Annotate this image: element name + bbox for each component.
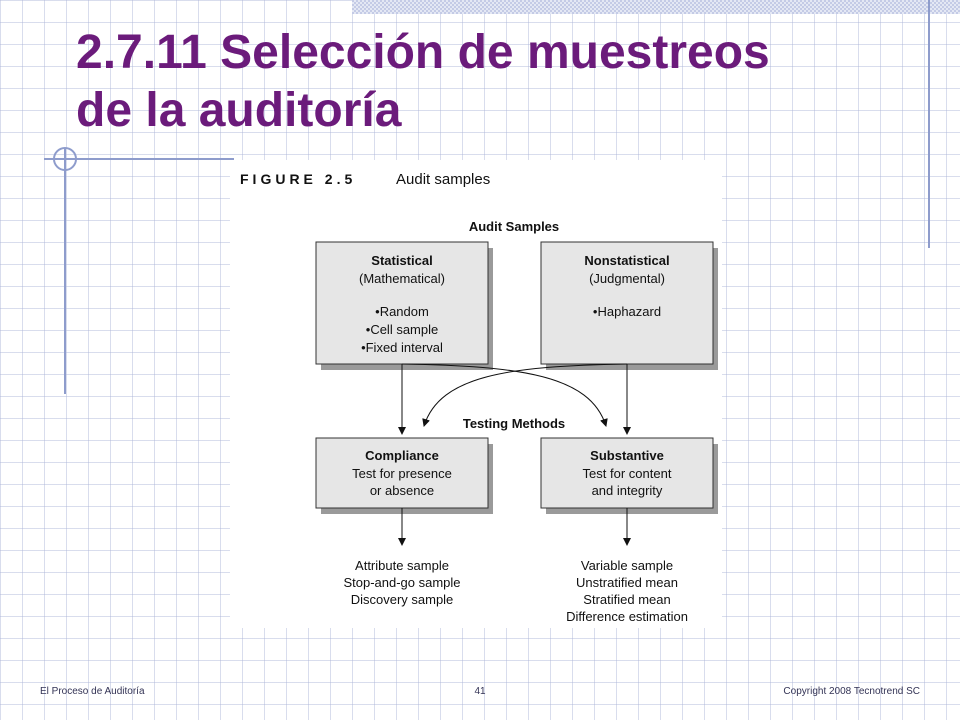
compliance-title: Compliance bbox=[365, 448, 439, 463]
testing-methods-label: Testing Methods bbox=[463, 416, 565, 431]
nonstatistical-to-compliance-arrow bbox=[422, 363, 628, 427]
compliance-outcome: Discovery sample bbox=[351, 592, 454, 607]
statistical-item: •Cell sample bbox=[366, 322, 438, 337]
audit-samples-diagram: FIGURE 2.5 Audit samples Audit Samples S… bbox=[240, 171, 718, 624]
nonstatistical-title: Nonstatistical bbox=[584, 253, 669, 268]
top-decorative-band bbox=[352, 0, 960, 14]
compliance-line: Test for presence bbox=[352, 466, 452, 481]
left-decorative-rule bbox=[64, 148, 66, 394]
nonstatistical-item: •Haphazard bbox=[593, 304, 661, 319]
substantive-outcome: Unstratified mean bbox=[576, 575, 678, 590]
compliance-box: Compliance Test for presence or absence bbox=[315, 437, 493, 514]
statistical-item: •Random bbox=[375, 304, 429, 319]
compliance-outcome: Stop-and-go sample bbox=[343, 575, 460, 590]
footer-course-name: El Proceso de Auditoría bbox=[40, 686, 145, 697]
compliance-line: or absence bbox=[370, 483, 434, 498]
footer-copyright: Copyright 2008 Tecnotrend SC bbox=[783, 686, 920, 697]
nonstatistical-subtitle: (Judgmental) bbox=[589, 271, 665, 286]
substantive-box: Substantive Test for content and integri… bbox=[540, 437, 718, 514]
footer-page-number: 41 bbox=[474, 686, 486, 697]
figure-panel: FIGURE 2.5 Audit samples Audit Samples S… bbox=[230, 160, 722, 628]
audit-samples-label: Audit Samples bbox=[469, 219, 559, 234]
statistical-title: Statistical bbox=[371, 253, 432, 268]
substantive-line: Test for content bbox=[583, 466, 672, 481]
rule-circle-ornament bbox=[53, 147, 77, 171]
figure-caption: Audit samples bbox=[396, 171, 490, 188]
title-underline-rule bbox=[44, 158, 234, 160]
substantive-line: and integrity bbox=[592, 483, 663, 498]
statistical-item: •Fixed interval bbox=[361, 340, 443, 355]
compliance-outcome: Attribute sample bbox=[355, 558, 449, 573]
figure-label: FIGURE 2.5 bbox=[240, 171, 356, 187]
slide-title-line-1: 2.7.11 Selección de muestreos bbox=[76, 26, 770, 79]
statistical-box: Statistical (Mathematical) •Random •Cell… bbox=[315, 241, 493, 370]
statistical-subtitle: (Mathematical) bbox=[359, 271, 445, 286]
slide-title-line-2: de la auditoría bbox=[76, 84, 402, 137]
substantive-outcome: Stratified mean bbox=[583, 592, 670, 607]
nonstatistical-box: Nonstatistical (Judgmental) •Haphazard bbox=[540, 241, 718, 370]
substantive-outcome: Variable sample bbox=[581, 558, 673, 573]
slide-title: 2.7.11 Selección de muestreos de la audi… bbox=[76, 24, 896, 140]
substantive-title: Substantive bbox=[590, 448, 664, 463]
right-decorative-rule bbox=[928, 0, 930, 248]
statistical-to-substantive-arrow bbox=[401, 363, 608, 427]
substantive-outcome: Difference estimation bbox=[566, 609, 688, 624]
